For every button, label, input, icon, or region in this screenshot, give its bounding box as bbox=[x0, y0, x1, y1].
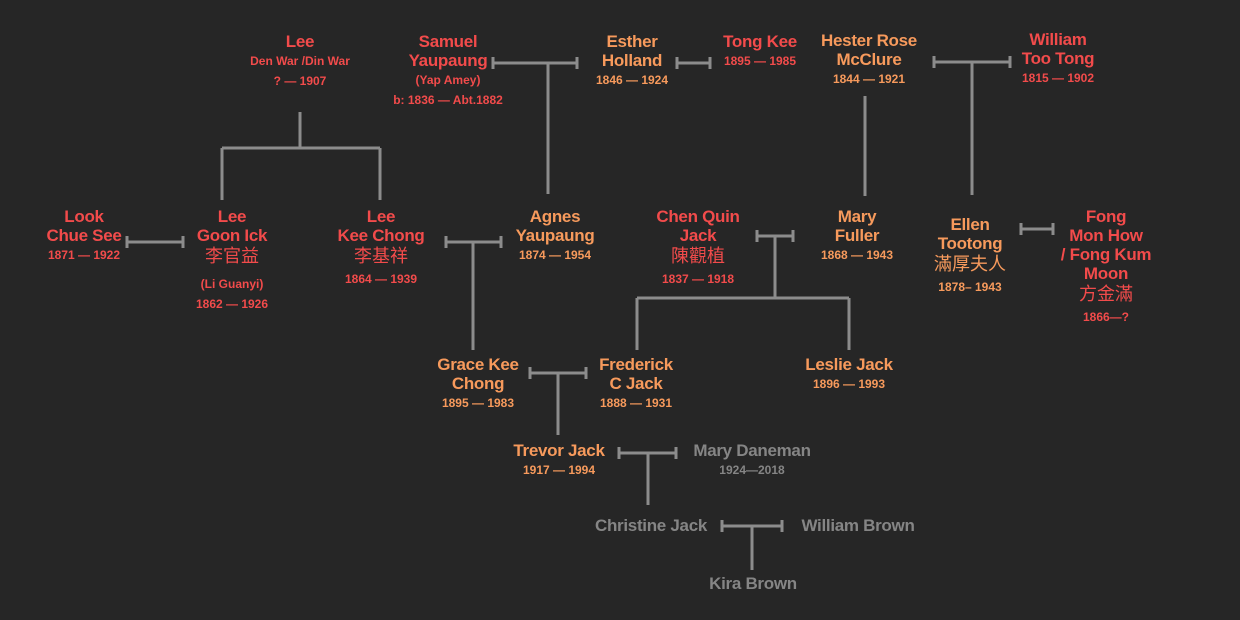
marriage-trevor-mary-daneman bbox=[617, 447, 678, 505]
person-mary-daneman[interactable]: Mary Daneman 1924—2018 bbox=[693, 441, 811, 480]
marriage-kee-chong-agnes bbox=[444, 236, 503, 350]
marriage-grace-frederick bbox=[528, 367, 588, 435]
name-line: Mary bbox=[837, 207, 877, 226]
name-line: Grace Kee bbox=[437, 355, 519, 374]
name-line: Samuel bbox=[418, 32, 478, 51]
detail-line: 1871 — 1922 bbox=[47, 248, 121, 262]
alias-line: Den War /Din War bbox=[250, 54, 350, 68]
detail-line: ? — 1907 bbox=[273, 74, 327, 88]
name-line: McClure bbox=[836, 50, 902, 69]
detail-line: 1895 — 1983 bbox=[441, 396, 515, 410]
name-line: Tong Kee bbox=[723, 32, 797, 51]
detail-line: 1837 — 1918 bbox=[661, 272, 735, 286]
name-line: Mon How bbox=[1069, 226, 1143, 245]
chinese-name: 李基祥 bbox=[354, 246, 408, 267]
person-trevor-jack[interactable]: Trevor Jack 1917 — 1994 bbox=[513, 441, 605, 480]
name-line: Hester Rose bbox=[821, 31, 917, 50]
name-line: Chen Quin bbox=[656, 207, 740, 226]
detail-line: 1846 — 1924 bbox=[595, 73, 669, 87]
detail-line: 1815 — 1902 bbox=[1021, 71, 1095, 85]
name-line: Esther bbox=[606, 32, 658, 51]
name-line: C Jack bbox=[609, 374, 663, 393]
detail-line: 1888 — 1931 bbox=[599, 396, 673, 410]
marriage-ellen-fong bbox=[1019, 223, 1055, 235]
name-line: Lee bbox=[217, 207, 247, 226]
name-line: / Fong Kum bbox=[1060, 245, 1152, 264]
name-line: Agnes bbox=[529, 207, 581, 226]
detail-line: (Yap Amey) bbox=[415, 73, 481, 87]
detail-line: 1844 — 1921 bbox=[832, 72, 906, 86]
name-line: Mary Daneman bbox=[693, 441, 811, 460]
marriage-hester-william bbox=[932, 56, 1012, 195]
detail-line: b: 1836 — Abt.1882 bbox=[393, 93, 503, 107]
detail-line: 1868 — 1943 bbox=[820, 248, 894, 262]
person-william-brown[interactable]: William Brown bbox=[801, 516, 914, 535]
detail-line: 1895 — 1985 bbox=[723, 54, 797, 68]
romanized-name: (Li Guanyi) bbox=[200, 277, 264, 291]
detail-line: 1862 — 1926 bbox=[195, 297, 269, 311]
chinese-name: 方金滿 bbox=[1078, 284, 1133, 305]
detail-line: 1874 — 1954 bbox=[518, 248, 592, 262]
person-christine-jack[interactable]: Christine Jack bbox=[595, 516, 707, 535]
name-line: Goon Ick bbox=[196, 226, 268, 245]
chinese-name: 滿厚夫人 bbox=[934, 254, 1006, 275]
marriage-christine-william-brown bbox=[720, 520, 784, 570]
marriage-look-goon-ick bbox=[125, 236, 185, 248]
detail-line: 1864 — 1939 bbox=[344, 272, 418, 286]
person-leslie-jack[interactable]: Leslie Jack 1896 — 1993 bbox=[805, 355, 893, 394]
chinese-name: 陳觀植 bbox=[671, 246, 725, 267]
person-kira-brown[interactable]: Kira Brown bbox=[709, 574, 797, 593]
name-line: Too Tong bbox=[1021, 49, 1095, 68]
name-line: Yaupaung bbox=[515, 226, 595, 245]
name-line: Lee bbox=[366, 207, 396, 226]
marriage-samuel-esther bbox=[491, 57, 579, 194]
name-line: Christine Jack bbox=[594, 516, 708, 535]
name-line: Leslie Jack bbox=[805, 355, 893, 374]
name-line: Lee bbox=[285, 32, 315, 51]
detail-line: 1878– 1943 bbox=[938, 280, 1002, 294]
detail-line: 1924—2018 bbox=[719, 463, 785, 477]
marriage-esther-tong-kee bbox=[675, 57, 712, 69]
marriage-chen-mary-fuller bbox=[635, 230, 851, 350]
detail-line: 1896 — 1993 bbox=[812, 377, 886, 391]
name-line: Kira Brown bbox=[709, 574, 797, 593]
name-line: Yaupaung bbox=[408, 51, 488, 70]
name-line: Trevor Jack bbox=[513, 441, 605, 460]
name-line: Frederick bbox=[599, 355, 673, 374]
name-line: Chong bbox=[451, 374, 505, 393]
name-line: Kee Chong bbox=[337, 226, 425, 245]
chinese-name: 李官益 bbox=[205, 246, 259, 267]
name-line: Chue See bbox=[46, 226, 122, 245]
name-line: William bbox=[1029, 30, 1087, 49]
detail-line: 1917 — 1994 bbox=[522, 463, 596, 477]
name-line: Fuller bbox=[834, 226, 880, 245]
name-line: William Brown bbox=[801, 516, 915, 535]
name-line: Look bbox=[64, 207, 104, 226]
name-line: Holland bbox=[601, 51, 663, 70]
descent-line-lee-den-war bbox=[220, 112, 382, 200]
name-line: Jack bbox=[679, 226, 717, 245]
person-tong-kee[interactable]: Tong Kee 1895 — 1985 bbox=[723, 32, 797, 71]
name-line: Moon bbox=[1083, 264, 1129, 283]
name-line: Fong bbox=[1085, 207, 1127, 226]
name-line: Ellen bbox=[950, 215, 990, 234]
detail-line: 1866—? bbox=[1082, 310, 1130, 324]
name-line: Tootong bbox=[937, 234, 1003, 253]
